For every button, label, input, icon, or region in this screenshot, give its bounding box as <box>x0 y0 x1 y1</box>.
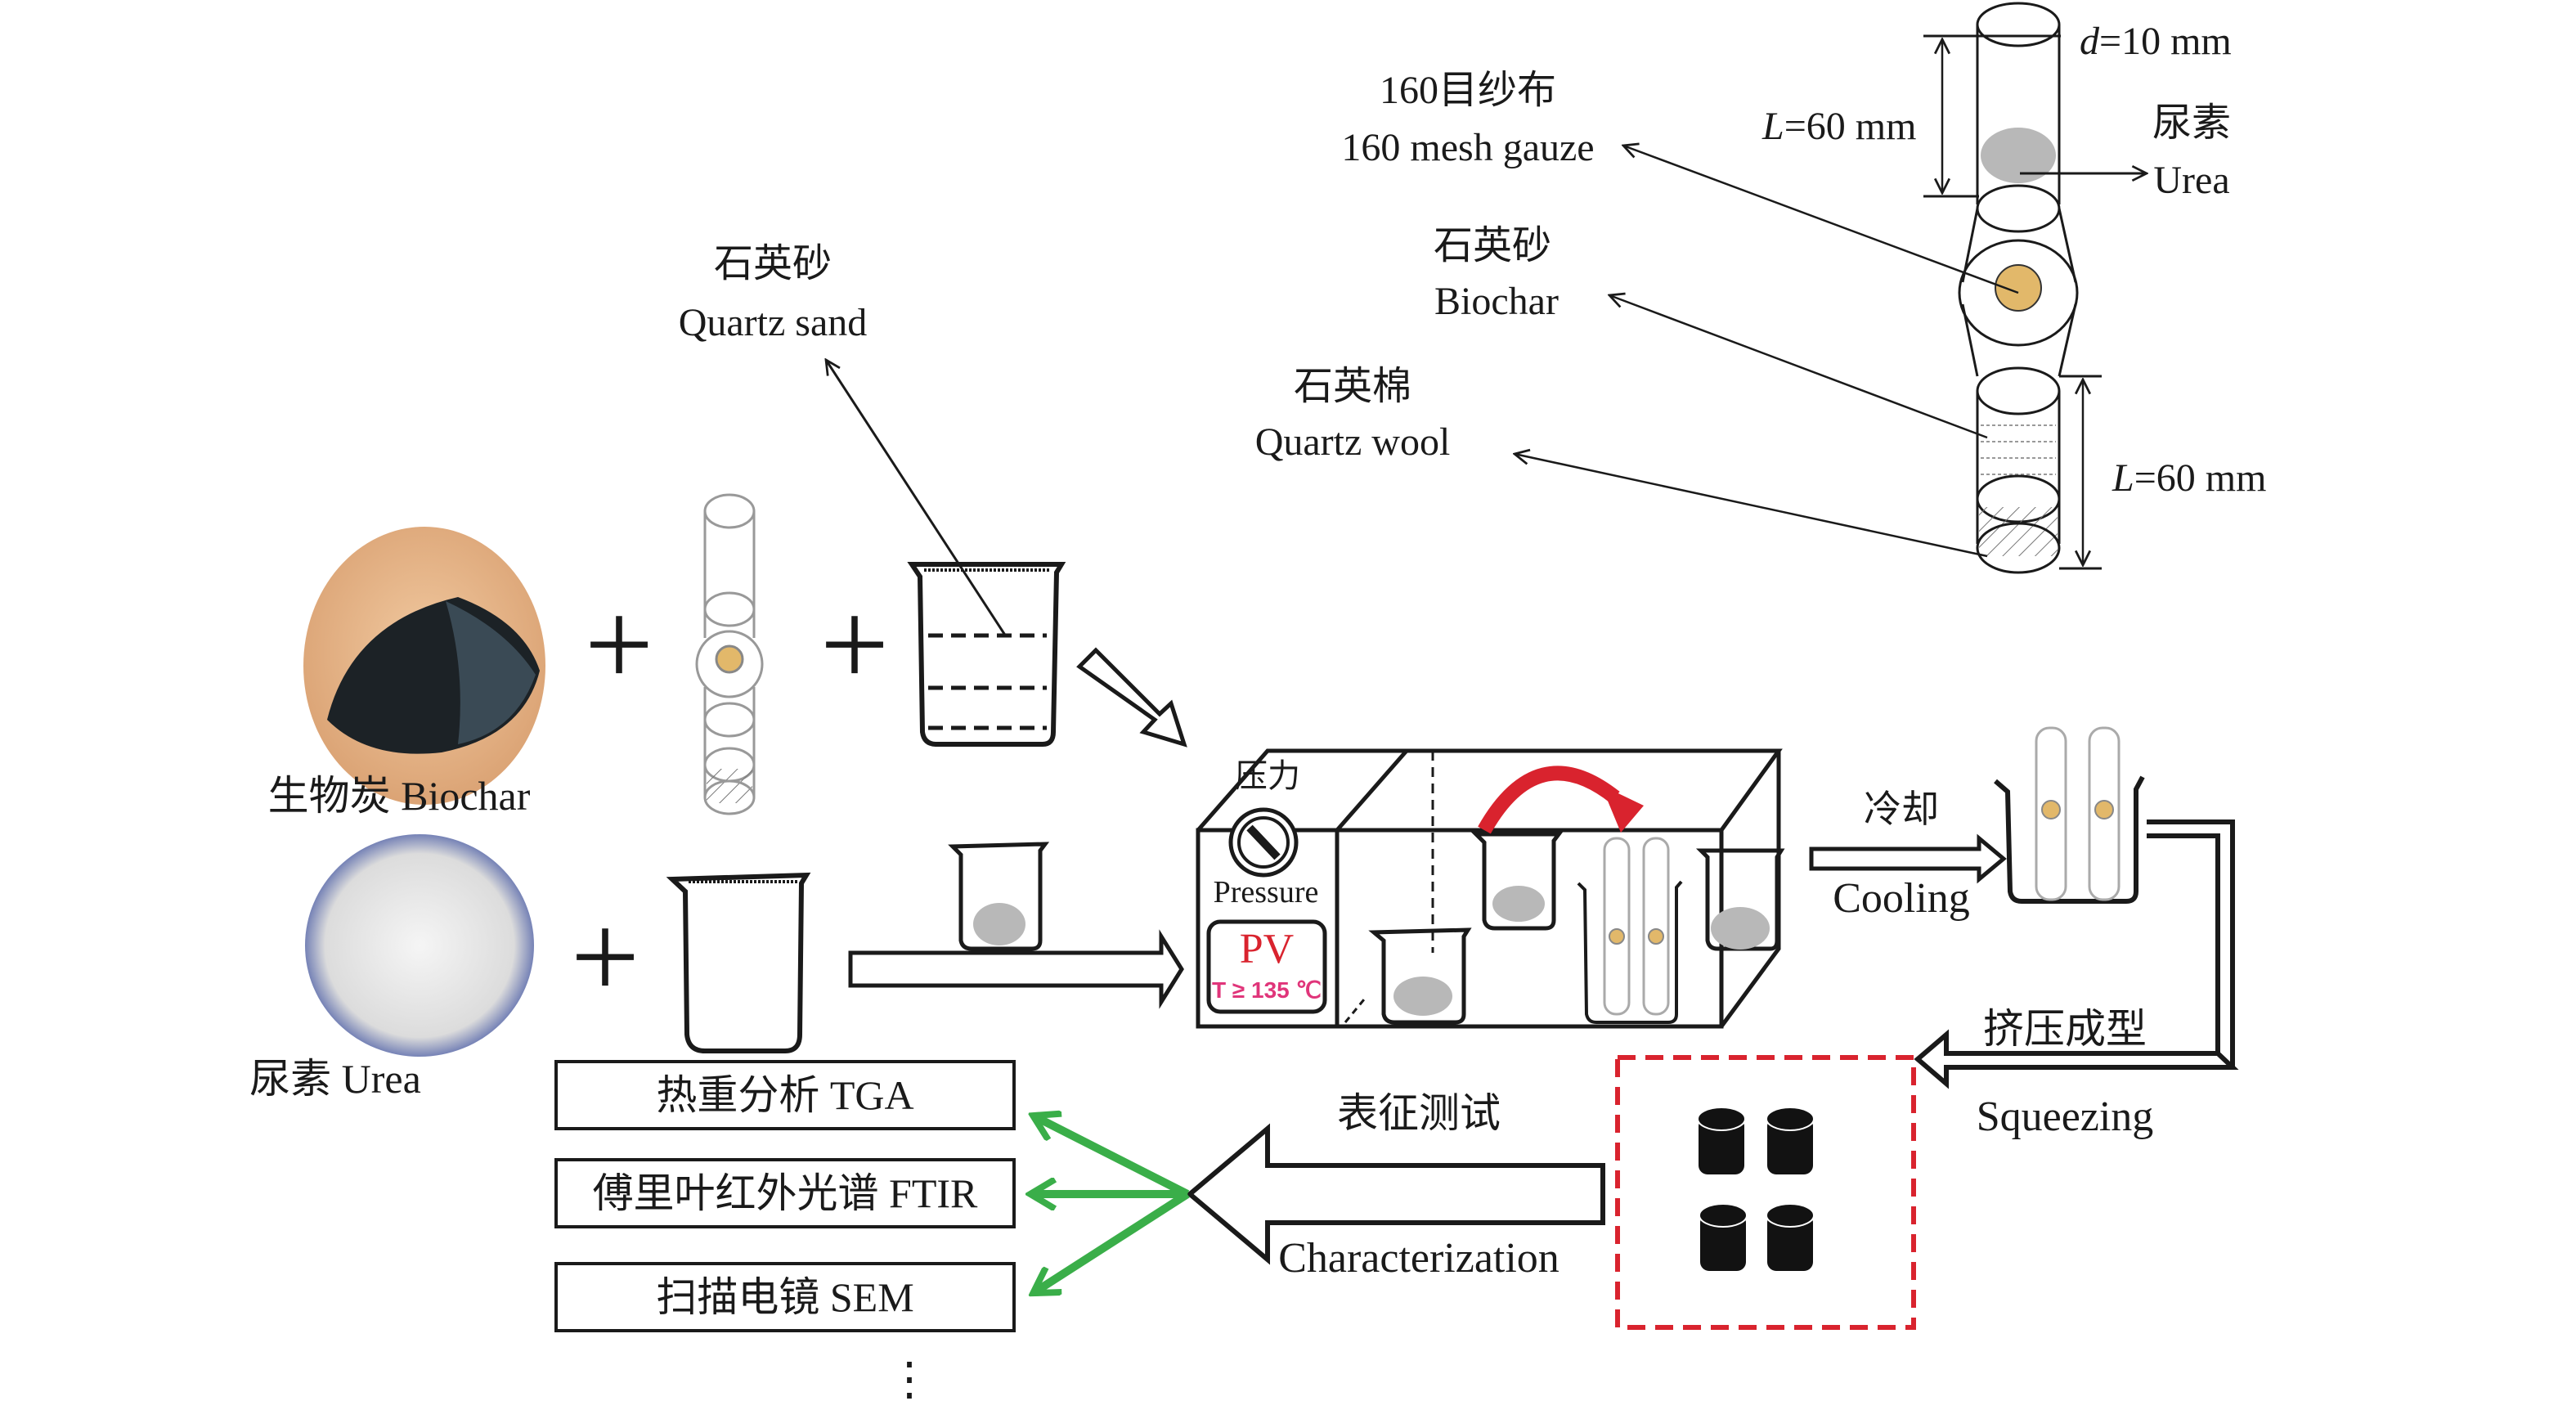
pellet-icon <box>1699 1203 1748 1273</box>
biochar-photo <box>303 527 545 805</box>
urea-beaker <box>666 872 811 1053</box>
green-branch-arrows <box>1032 1116 1190 1292</box>
pellet-icon <box>1766 1203 1815 1273</box>
urea-label-en: Urea <box>2153 159 2229 202</box>
pellet-icon <box>1697 1107 1746 1176</box>
quartz-sand-layers <box>1981 424 2056 475</box>
analysis-label: 扫描电镜 SEM <box>656 1274 913 1320</box>
mesh-label-cn: 160目纱布 <box>1380 69 1556 112</box>
product-pellets <box>1697 1107 1815 1273</box>
plus-sign-3: + <box>571 889 640 1025</box>
transfer-arrowhead <box>1601 785 1644 833</box>
biochar-label-cn: 石英砂 <box>1434 224 1551 267</box>
biochar-bead <box>1995 264 2042 312</box>
plus-sign-1: + <box>585 577 654 712</box>
cooling-arrow <box>1809 833 2007 884</box>
temperature-readout: T ≥ 135 ℃ <box>1212 977 1322 1003</box>
squeezing-label-cn: 挤压成型 <box>1983 1006 2147 1052</box>
squeezing-label-en: Squeezing <box>1977 1093 2154 1140</box>
wool-label-cn: 石英棉 <box>1294 365 1411 408</box>
characterization-label-cn: 表征测试 <box>1337 1090 1501 1136</box>
mesh-label-en: 160 mesh gauze <box>1341 126 1594 169</box>
length-top-value: =60 mm <box>1784 105 1917 148</box>
analysis-label: 热重分析 TGA <box>656 1072 913 1118</box>
plus-sign-2: + <box>820 577 890 712</box>
tube-top-rim <box>1976 2 2061 47</box>
svg-text:d=10 mm: d=10 mm <box>2080 20 2232 63</box>
length-bottom-value: =60 mm <box>2134 456 2267 500</box>
pressure-label-cn: 压力 <box>1235 757 1300 794</box>
pellet-icon <box>1766 1107 1815 1176</box>
cooling-beaker <box>1994 726 2145 904</box>
analysis-item-tga: 热重分析 TGA <box>554 1060 1016 1130</box>
urea-photo <box>305 834 534 1057</box>
temperature-display <box>1206 919 1327 1014</box>
analysis-label: 傅里叶红外光谱 FTIR <box>593 1170 978 1216</box>
transfer-arrow-icon <box>1478 766 1620 834</box>
analysis-item-ftir: 傅里叶红外光谱 FTIR <box>554 1158 1016 1228</box>
diameter-symbol: d <box>2080 20 2100 63</box>
characterization-label-en: Characterization <box>1278 1235 1560 1282</box>
svg-text:L=60 mm: L=60 mm <box>1761 105 1916 148</box>
reactor-contents <box>1368 832 1785 1025</box>
biochar-photo-label: 生物炭 Biochar <box>268 773 531 819</box>
characterization-arrow <box>1186 1123 1605 1265</box>
urea-label-cn: 尿素 <box>2152 101 2231 145</box>
small-tube-assembly <box>695 493 764 815</box>
diameter-value: =10 mm <box>2099 20 2232 63</box>
cooling-label-en: Cooling <box>1833 875 1970 922</box>
urea-small-beaker <box>948 842 1050 951</box>
biochar-label-en: Biochar <box>1434 280 1559 323</box>
product-frame <box>1615 1055 1916 1330</box>
length-top-symbol: L <box>1761 105 1784 148</box>
quartz-sand-label-cn: 石英砂 <box>714 242 832 285</box>
wool-label-en: Quartz wool <box>1255 420 1451 464</box>
arrow-to-reactor-top <box>1076 647 1187 748</box>
quartz-sand-label-en: Quartz sand <box>679 301 868 344</box>
analysis-item-sem: 扫描电镜 SEM <box>554 1262 1016 1332</box>
arrow-to-reactor-bottom <box>848 929 1184 1009</box>
cooling-label-cn: 冷却 <box>1864 788 1939 830</box>
quartz-wool <box>1979 507 2058 556</box>
quartz-sand-pointer <box>826 360 1008 637</box>
squeezing-arrow <box>1914 819 2239 1089</box>
urea-photo-label: 尿素 Urea <box>249 1056 421 1102</box>
pressure-panel: 压力 Pressure PV T ≥ 135 ℃ <box>1206 757 1327 1014</box>
joint-ring <box>1958 239 2079 347</box>
pv-readout: PV <box>1240 926 1294 972</box>
wool-pointer <box>1515 454 1988 558</box>
analysis-list: 热重分析 TGA 傅里叶红外光谱 FTIR 扫描电镜 SEM ⋮ <box>554 1060 1016 1401</box>
urea-fill <box>1981 128 2056 183</box>
quartz-sand-beaker <box>907 562 1066 747</box>
tube-detail-labels: d=10 mm L=60 mm L=60 mm 160目纱布 160 mesh … <box>1255 20 2267 500</box>
pressure-label-en: Pressure <box>1214 875 1319 909</box>
mesh-pointer <box>1623 146 2019 294</box>
length-bottom-symbol: L <box>2112 456 2134 500</box>
biochar-pointer <box>1609 295 1988 439</box>
tube-detail <box>1515 2 2147 574</box>
svg-text:L=60 mm: L=60 mm <box>2112 456 2266 500</box>
more-ellipsis: ⋮ <box>886 1354 932 1401</box>
